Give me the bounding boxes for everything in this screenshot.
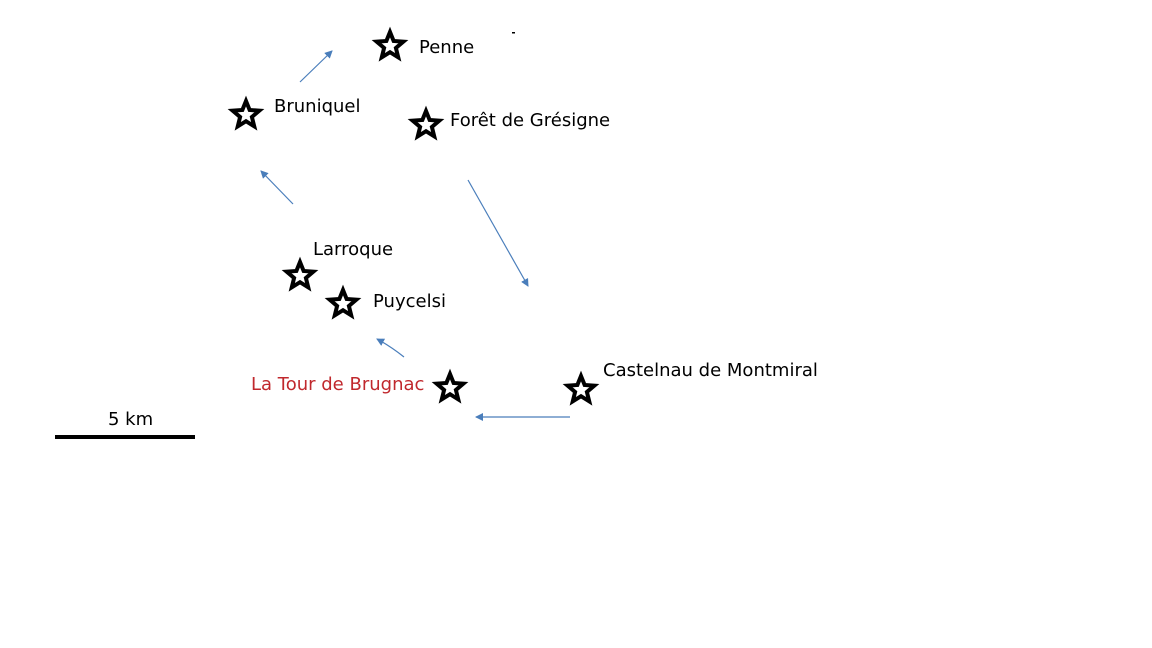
place-label-penne: Penne: [419, 37, 474, 58]
star-outline-icon: [562, 370, 600, 406]
stray-mark: [512, 32, 515, 34]
arrow-larroque-to-bruniquel: [260, 170, 294, 205]
star-outline-icon: [324, 284, 362, 320]
arrow-gresigne-to-castelnau: [467, 179, 529, 287]
place-labels: Penne Bruniquel Forêt de Grésigne Larroq…: [251, 37, 818, 395]
place-label-larroque: Larroque: [313, 239, 393, 260]
arrow-bruniquel-to-penne: [299, 50, 333, 83]
scale-bar-label: 5 km: [108, 409, 153, 430]
place-label-la-tour-de-brugnac: La Tour de Brugnac: [251, 374, 424, 395]
place-label-foret-de-gresigne: Forêt de Grésigne: [450, 110, 610, 131]
star-outline-icon: [407, 105, 445, 141]
place-label-bruniquel: Bruniquel: [274, 96, 360, 117]
place-label-puycelsi: Puycelsi: [373, 291, 446, 312]
star-outline-icon: [281, 256, 319, 292]
route-arrows: [260, 50, 570, 421]
scale-bar: 5 km: [55, 409, 195, 439]
star-outline-icon: [431, 368, 469, 404]
star-outline-icon: [227, 95, 265, 131]
star-outline-icon: [371, 26, 409, 62]
place-label-castelnau-de-montmiral: Castelnau de Montmiral: [603, 360, 818, 381]
place-markers: [227, 26, 600, 406]
arrow-brugnac-to-puycelsi: [376, 338, 405, 358]
